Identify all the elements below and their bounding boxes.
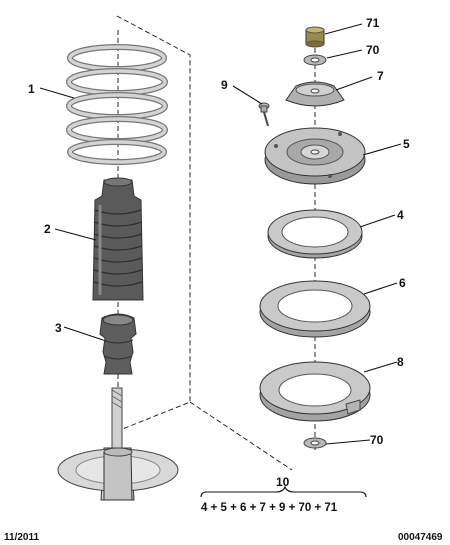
spring-seat-8 <box>259 361 371 422</box>
callout-4: 4 <box>397 208 404 222</box>
callout-70-bottom: 70 <box>370 433 384 447</box>
callout-6: 6 <box>399 276 406 290</box>
leader-lines <box>39 23 402 445</box>
bump-stop <box>99 313 137 375</box>
dust-boot <box>92 177 144 301</box>
kit-formula: 4 + 5 + 6 + 7 + 9 + 70 + 71 <box>201 502 338 514</box>
callout-5: 5 <box>403 137 410 151</box>
strut-mount-5 <box>264 127 366 185</box>
cover-cup-7 <box>285 81 345 107</box>
nut-71 <box>305 26 325 48</box>
washer-70-bottom <box>303 437 327 449</box>
bearing-ring-4 <box>267 209 363 259</box>
callout-71: 71 <box>366 16 380 30</box>
callout-1: 1 <box>28 82 35 96</box>
callout-2: 2 <box>44 222 51 236</box>
shock-absorber <box>57 387 179 501</box>
spring-seat-6 <box>259 280 371 338</box>
footer-reference: 00047469 <box>398 532 443 543</box>
callout-10: 10 <box>276 475 290 489</box>
callout-70-top: 70 <box>366 43 380 57</box>
kit-brace <box>200 485 367 498</box>
callout-3: 3 <box>55 321 62 335</box>
callout-8: 8 <box>397 355 404 369</box>
screw-9 <box>258 102 270 127</box>
coil-spring <box>66 44 168 165</box>
footer-date: 11/2011 <box>4 532 39 543</box>
washer-70-top <box>303 54 327 66</box>
callout-9: 9 <box>221 78 228 92</box>
callout-labels: 1 2 3 4 5 6 7 8 9 70 70 71 10 <box>28 16 410 489</box>
callout-7: 7 <box>377 69 384 83</box>
